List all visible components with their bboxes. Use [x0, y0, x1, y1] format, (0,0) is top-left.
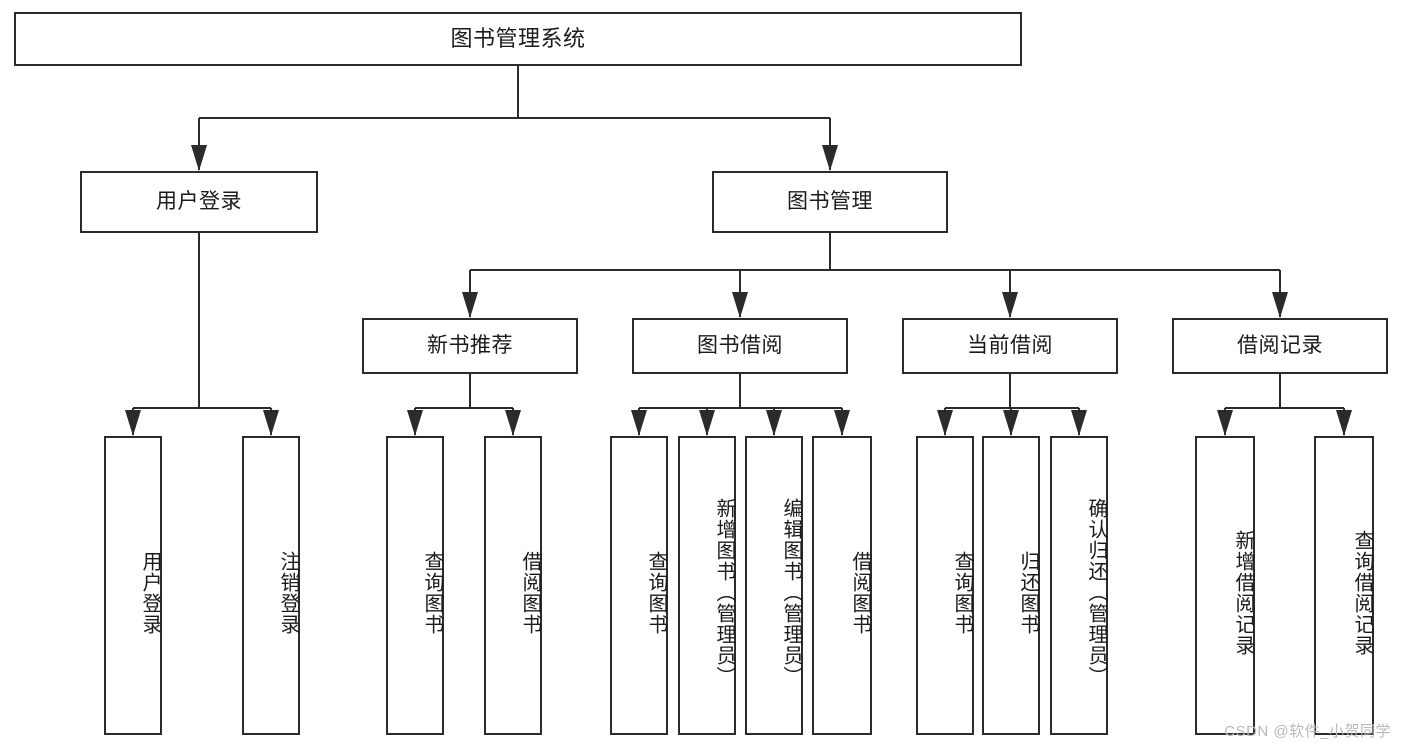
node-label: 图书管理: [787, 190, 873, 214]
node-new-book-recommend[interactable]: 新书推荐: [362, 318, 578, 374]
leaf-confirm-return-admin[interactable]: 确认归还（管理员）: [1050, 436, 1108, 735]
leaf-edit-book-admin[interactable]: 编辑图书（管理员）: [745, 436, 803, 735]
node-user-login[interactable]: 用户登录: [80, 171, 318, 233]
node-book-management[interactable]: 图书管理: [712, 171, 948, 233]
node-label: 当前借阅: [967, 334, 1053, 358]
node-label: 借阅图书: [849, 550, 871, 635]
node-label: 查询图书: [951, 550, 973, 635]
leaf-add-borrow-record[interactable]: 新增借阅记录: [1195, 436, 1255, 735]
node-current-borrow[interactable]: 当前借阅: [902, 318, 1118, 374]
leaf-return-book[interactable]: 归还图书: [982, 436, 1040, 735]
leaf-logout-login[interactable]: 注销登录: [242, 436, 300, 735]
node-label: 归还图书: [1017, 550, 1039, 635]
node-label: 注销登录: [277, 550, 299, 635]
node-label: 图书借阅: [697, 334, 783, 358]
leaf-borrow-book-recommend[interactable]: 借阅图书: [484, 436, 542, 735]
node-label: 编辑图书（管理员）: [780, 498, 802, 687]
node-book-borrow[interactable]: 图书借阅: [632, 318, 848, 374]
leaf-query-book-recommend[interactable]: 查询图书: [386, 436, 444, 735]
node-label: 查询图书: [421, 550, 443, 635]
node-label: 新书推荐: [427, 334, 513, 358]
node-label: 用户登录: [139, 550, 161, 635]
node-label: 确认归还（管理员）: [1085, 498, 1107, 687]
node-label: 新增图书（管理员）: [713, 498, 735, 687]
node-label: 借阅记录: [1237, 334, 1323, 358]
leaf-query-borrow-record[interactable]: 查询借阅记录: [1314, 436, 1374, 735]
node-label: 查询图书: [645, 550, 667, 635]
node-label: 新增借阅记录: [1232, 529, 1254, 656]
leaf-query-book-borrow[interactable]: 查询图书: [610, 436, 668, 735]
node-label: 查询借阅记录: [1351, 529, 1373, 656]
leaf-add-book-admin[interactable]: 新增图书（管理员）: [678, 436, 736, 735]
leaf-user-login[interactable]: 用户登录: [104, 436, 162, 735]
node-borrow-records[interactable]: 借阅记录: [1172, 318, 1388, 374]
leaf-borrow-book[interactable]: 借阅图书: [812, 436, 872, 735]
node-label: 图书管理系统: [450, 25, 586, 51]
node-root-system[interactable]: 图书管理系统: [14, 12, 1022, 66]
node-label: 借阅图书: [519, 550, 541, 635]
leaf-query-book-current[interactable]: 查询图书: [916, 436, 974, 735]
csdn-watermark: CSDN @软件_小贺同学: [1224, 723, 1391, 740]
node-label: 用户登录: [156, 190, 242, 214]
